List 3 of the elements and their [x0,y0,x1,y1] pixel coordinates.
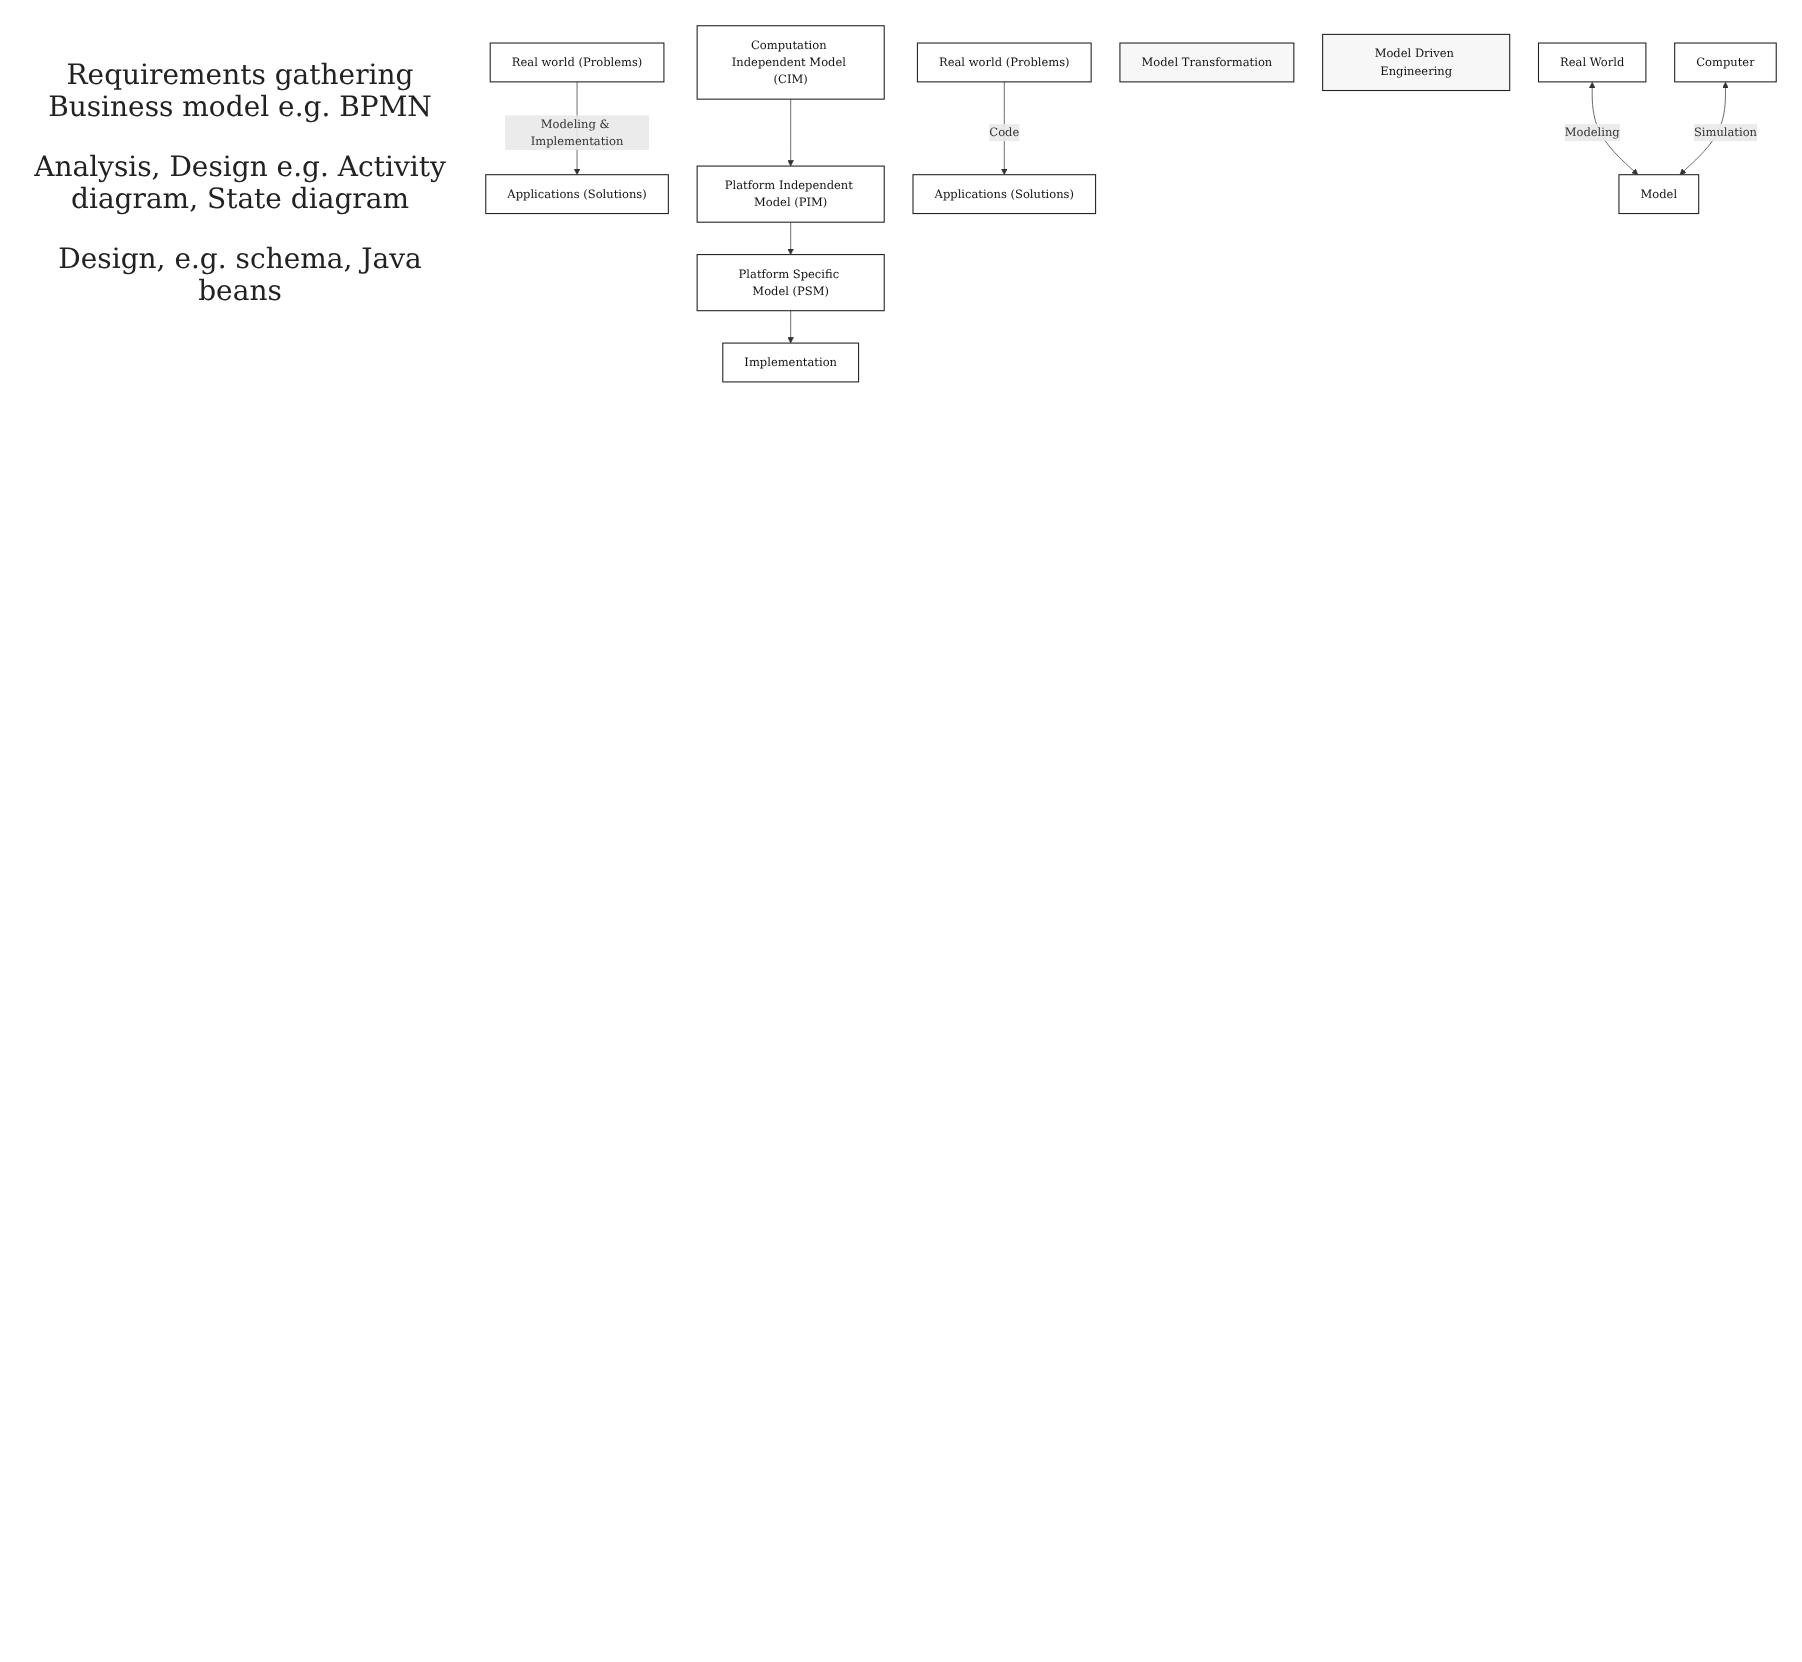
annotation-text: Design, e.g. schema, Java beans [56,244,424,308]
annotation-text: Analysis, Design e.g. Activity diagram, State diagram [32,152,448,216]
annotation-text: Requirements gathering Business model e.g. BPMN [46,60,434,124]
